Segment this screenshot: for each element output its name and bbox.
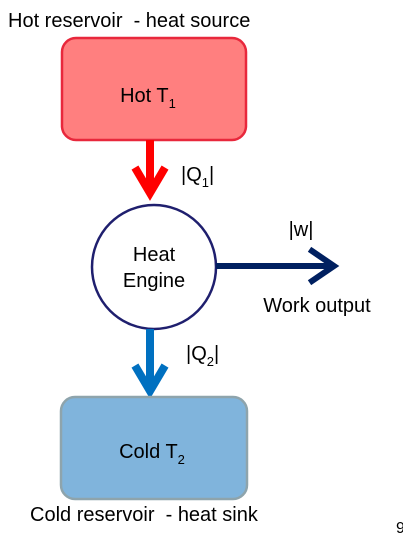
work-output-arrow-head [307,246,340,286]
heat-rejected-arrow-head [131,363,169,399]
page-number: 9 [396,520,403,537]
heat-rejected-label: |Q2| [186,343,219,369]
cold-reservoir-caption: Cold reservoir - heat sink [30,504,259,526]
work-label: |w| [289,219,314,241]
work-output-caption: Work output [263,295,371,317]
heat-engine-label-line1: Heat [133,244,176,266]
heat-input-arrow [131,140,169,201]
heat-engine-label-line2: Engine [123,270,185,292]
heat-engine-circle [90,203,218,331]
heat-input-arrow-head [131,165,169,201]
cold-reservoir-box [59,395,249,501]
hot-reservoir-caption: Hot reservoir - heat source [8,10,250,32]
heat-input-label: |Q1| [181,164,214,190]
work-output-arrow [216,246,340,286]
heat-rejected-arrow [131,329,169,399]
hot-reservoir-label: Hot T1 [120,85,176,111]
cold-reservoir-label: Cold T2 [119,441,185,467]
